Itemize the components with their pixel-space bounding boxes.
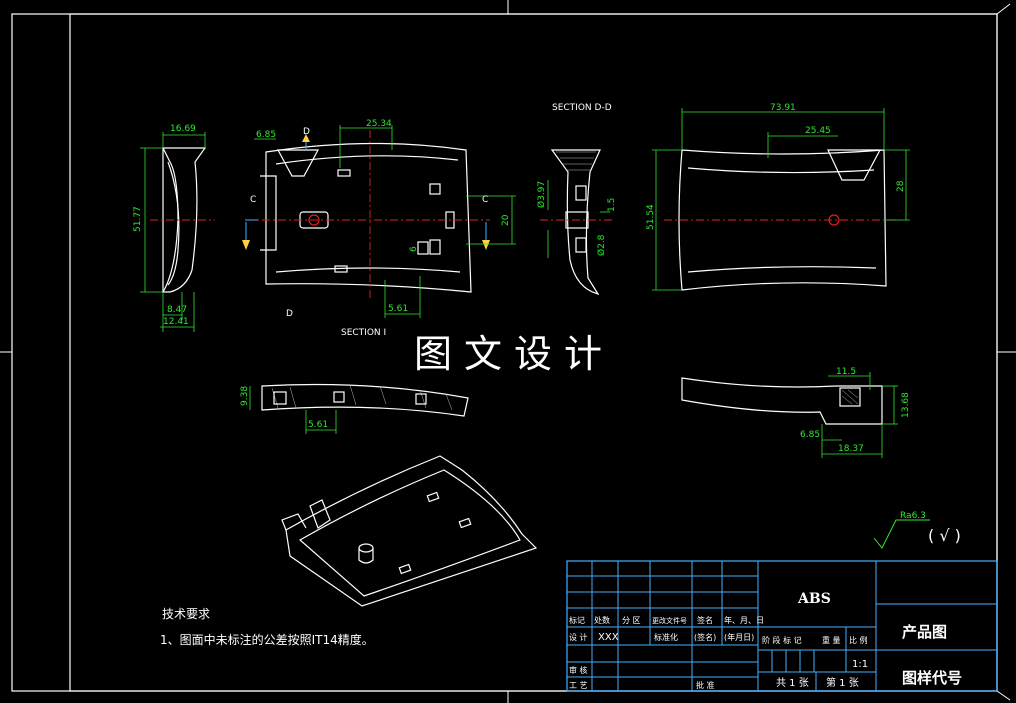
tb-sheet-no: 第 1 张: [826, 676, 859, 689]
dim-sec-dia2: Ø2.8: [596, 234, 607, 256]
label-d-bottom: D: [286, 309, 293, 319]
tb-drawing-no: 图样代号: [902, 669, 962, 687]
tb-header-changefile: 更改文件号: [652, 616, 687, 625]
surface-finish-symbol: [873, 519, 930, 549]
dim-side-bottom: 18.37: [838, 444, 864, 454]
tb-approve: 批 准: [696, 680, 715, 690]
dim-left-bottom-2: 12.41: [163, 317, 189, 327]
tb-standard-date: (年月日): [724, 632, 754, 642]
title-block: [566, 560, 998, 692]
corner-marks: [996, 3, 1011, 701]
label-d-top: D: [303, 127, 310, 137]
section-i-view: [249, 383, 469, 434]
tb-header-mark: 标记: [569, 615, 585, 625]
dim-side-top: 11.5: [836, 367, 856, 377]
tb-review: 审 核: [569, 665, 588, 675]
dim-sec-small: 1.5: [607, 198, 617, 212]
dim-front-top-span: 25.34: [366, 119, 392, 129]
tb-product: 产品图: [902, 623, 947, 641]
tech-notes-title: 技术要求: [162, 607, 210, 621]
tb-design-name: XXX: [598, 632, 619, 643]
dim-front-top-left: 6.85: [256, 130, 276, 140]
tb-sheets-total: 共 1 张: [776, 677, 809, 689]
tb-material: ABS: [797, 591, 831, 607]
surface-finish-paren: ( √ ): [928, 526, 961, 545]
label-section-i: SECTION I: [341, 328, 386, 338]
dim-left-bottom-1: 8.47: [167, 305, 187, 315]
tech-notes-item-1: 1、图面中未标注的公差按照IT14精度。: [160, 632, 374, 647]
dim-right-height: 51.54: [646, 204, 656, 230]
watermark-text: 图文设计: [414, 332, 614, 376]
tb-header-zone: 分 区: [622, 616, 641, 625]
dim-bottom-left-h: 9.38: [240, 386, 250, 406]
left-side-view: [140, 132, 215, 332]
section-dd-view: [540, 149, 612, 295]
tb-design-label: 设 计: [569, 632, 588, 642]
label-c-left: C: [250, 195, 256, 205]
front-view: [242, 125, 516, 318]
side-section-view: [681, 372, 898, 458]
tb-standard-label: 标准化: [654, 632, 678, 642]
tb-process: 工 艺: [569, 681, 588, 690]
dim-bottom-left-w: 5.61: [308, 420, 328, 430]
isometric-view: [281, 455, 538, 607]
tb-header-date: 年、月、日: [724, 615, 764, 625]
tb-header-sign: 签名: [697, 615, 713, 625]
tb-header-count: 处数: [594, 615, 610, 625]
tb-ratio-label: 比 例: [849, 635, 868, 645]
label-section-dd: SECTION D-D: [552, 103, 612, 113]
dim-sec-dia1: Ø3.97: [536, 181, 547, 208]
dim-right-top-inner: 25.45: [805, 126, 831, 136]
dim-front-inner: 6: [409, 246, 419, 252]
tb-stage-label: 阶 段 标 记: [762, 635, 802, 645]
label-c-right: C: [482, 195, 488, 205]
dim-side-h: 13.68: [901, 392, 911, 418]
dim-front-right: 20: [501, 214, 511, 226]
dim-side-inner: 6.85: [800, 430, 820, 440]
right-top-view: [652, 108, 910, 291]
tb-scale: 1:1: [852, 659, 868, 670]
dim-right-side: 28: [896, 180, 906, 192]
dim-left-top-width: 16.69: [170, 124, 196, 134]
tb-weight-label: 重 量: [822, 635, 841, 645]
dim-front-bottom: 5.61: [388, 304, 408, 314]
surface-finish-value: Ra6.3: [900, 511, 926, 521]
tb-standard-sign: (签名): [694, 632, 716, 642]
dim-right-top: 73.91: [770, 103, 796, 113]
dim-left-height: 51.77: [133, 206, 143, 232]
